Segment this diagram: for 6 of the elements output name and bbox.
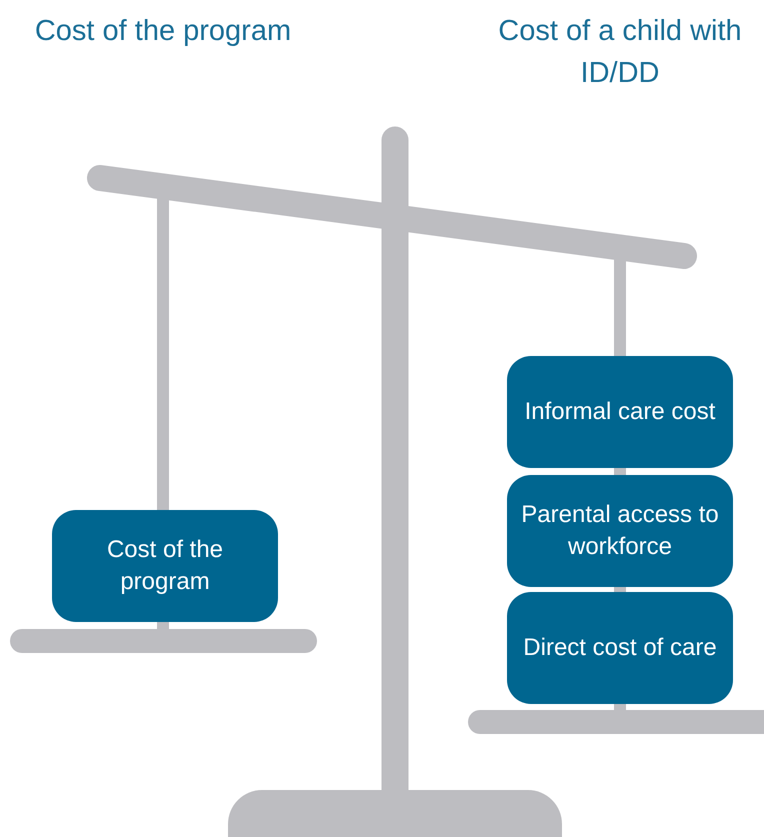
cost-card: Informal care cost [507,356,733,468]
cost-card: Direct cost of care [507,592,733,704]
cost-card: Parental access to workforce [507,475,733,587]
cost-card: Cost of the program [52,510,278,622]
column-heading: Cost of the program [34,14,292,49]
column-heading: Cost of a child with ID/DD [497,14,743,91]
